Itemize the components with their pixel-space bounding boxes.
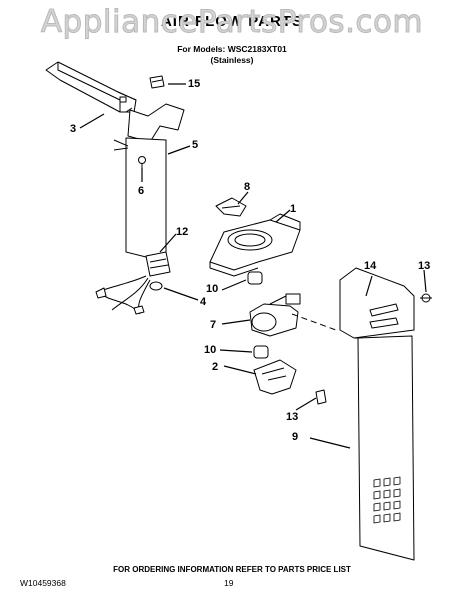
callout-6: 6 (138, 185, 144, 197)
part-6-screw (138, 156, 146, 168)
leader-10-lower (219, 349, 253, 353)
callout-9: 9 (292, 431, 298, 443)
leader-7 (221, 319, 251, 325)
models-line: For Models: WSC2183XT01 (177, 44, 287, 54)
part-10-bushing-lower (253, 345, 269, 359)
page-number: 19 (224, 578, 234, 588)
page-title: AIR FLOW PARTS (160, 13, 304, 30)
watermark: AppliancePartsPros.com (40, 4, 424, 41)
callout-10-upper: 10 (206, 283, 218, 295)
leader-13 (423, 269, 427, 293)
part-3-housing (45, 61, 137, 113)
leader-11 (295, 397, 317, 411)
part-1-air-handler (209, 213, 301, 277)
callout-3: 3 (70, 123, 76, 135)
callout-2: 2 (212, 361, 218, 373)
callout-5: 5 (192, 139, 198, 151)
leader-12 (159, 233, 177, 253)
leader-14 (365, 275, 373, 297)
leader-1 (275, 209, 291, 223)
part-7-motor (249, 293, 301, 337)
part-13-screw (420, 293, 432, 303)
callout-10-lower: 10 (204, 344, 216, 356)
leader-8 (237, 191, 249, 205)
callout-7: 7 (210, 319, 216, 331)
leader-5 (167, 145, 191, 155)
part-11-clip (315, 389, 327, 405)
callout-12: 12 (176, 226, 188, 238)
leader-3 (79, 113, 105, 129)
variant-label: (Stainless) (210, 55, 254, 65)
ordering-note: FOR ORDERING INFORMATION REFER TO PARTS … (113, 565, 351, 574)
callout-4: 4 (200, 296, 207, 308)
callout-15: 15 (188, 78, 200, 90)
callout-1: 1 (290, 203, 296, 215)
callout-13: 13 (418, 260, 430, 272)
leader-2 (223, 365, 257, 375)
part-12-harness (95, 251, 171, 315)
leader-4 (163, 287, 199, 301)
part-15-clip (149, 75, 165, 89)
leader-10-upper (221, 279, 247, 291)
callout-11: 13 (286, 411, 298, 423)
part-5-panel (113, 103, 185, 263)
callout-14: 14 (364, 260, 377, 272)
part-2-bracket (253, 359, 297, 395)
part-10-bushing-upper (247, 271, 263, 285)
leader-9 (309, 437, 351, 449)
callout-8: 8 (244, 181, 250, 193)
part-14-part-9-air-tower (291, 267, 415, 561)
doc-number: W10459368 (20, 578, 66, 588)
part-4-grommet (149, 281, 163, 291)
